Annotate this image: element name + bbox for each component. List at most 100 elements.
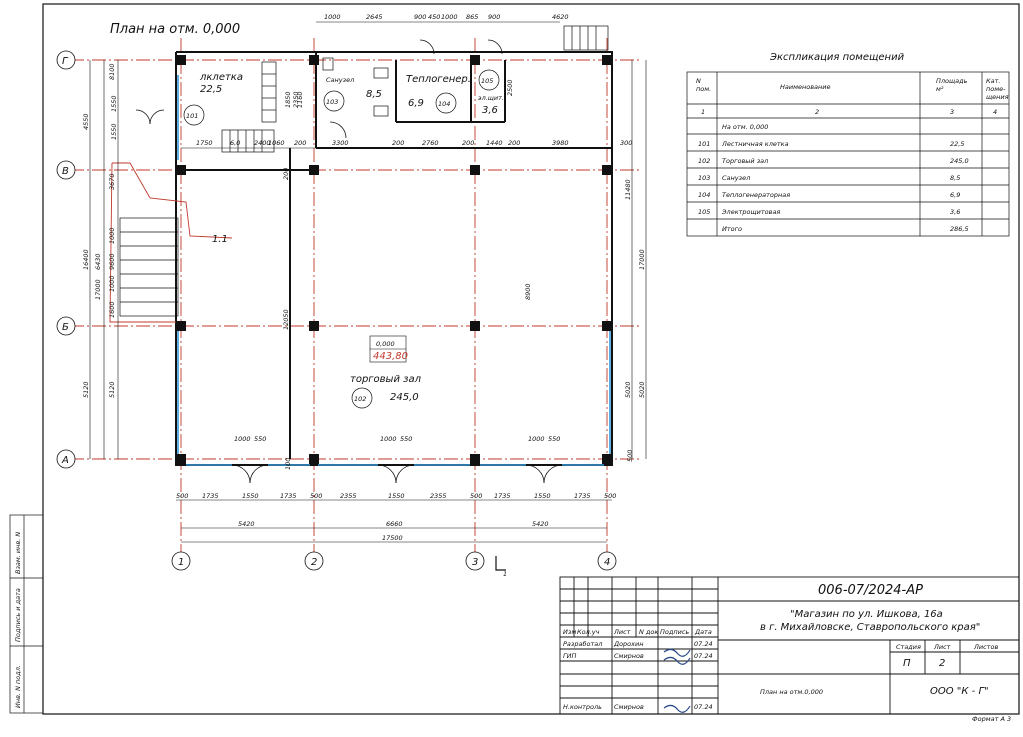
explication-grid (686, 71, 1010, 237)
dim-top: 865 (466, 13, 478, 21)
stamp-role: Н.контроль (563, 703, 602, 711)
explication-row-area: 245,0 (950, 157, 969, 165)
column (309, 321, 319, 331)
dim-bottom: 500 (470, 492, 482, 500)
stamp-date: 07.24 (694, 703, 713, 711)
dim-left: 5120 (82, 381, 90, 398)
room-105-area: 3,6 (482, 105, 498, 116)
axis-marker-2 (56, 316, 76, 336)
dim-row: 2760 (422, 139, 439, 147)
column (602, 321, 612, 331)
explication-section-row: На отм. 0,000 (722, 123, 768, 131)
dim-bottom: 500 (604, 492, 616, 500)
axis-marker-3 (56, 449, 76, 469)
dim-left: 9600 (108, 253, 116, 270)
dim-left: 5120 (108, 381, 116, 398)
dim-door: 1000 (234, 435, 251, 443)
axis-number: 3 (472, 557, 478, 568)
dim-mid: 2350 (292, 91, 300, 108)
windows (177, 75, 611, 466)
side-stamp-1: Взам. инв. N (14, 532, 22, 574)
room-104-name: Теплогенер. (406, 74, 471, 85)
room-102-name: торговый зал (350, 374, 422, 385)
stamp-sheet-title: План на отм.0,000 (760, 688, 823, 696)
dim-row: 6,0 (230, 139, 240, 147)
stamp-stage-header: Стадия (896, 643, 921, 651)
room-101-name: лклетка (199, 72, 243, 83)
axis-number: 2 (311, 557, 317, 568)
sheet-frame (42, 3, 1020, 715)
explication-row-area: 8,5 (950, 174, 960, 182)
stamp-name: Смирнов (614, 652, 644, 660)
stamp-name: Дорохин (613, 640, 643, 648)
explication-row-name: Итого (722, 225, 742, 233)
dim-top: 4620 (552, 13, 569, 21)
room-104-num: 104 (438, 100, 450, 108)
column (309, 454, 319, 464)
dim-left: 6430 (94, 253, 102, 270)
axis-lines (70, 38, 640, 555)
side-stamp-grid (9, 514, 44, 714)
room-102-num: 102 (354, 395, 366, 403)
dim-row: 3300 (332, 139, 349, 147)
column (470, 454, 480, 464)
title-block: 006-07/2024-АР"Магазин по ул. Ишкова, 16… (563, 583, 998, 711)
room-105-marker (478, 69, 500, 91)
column (470, 55, 480, 65)
outer-walls (175, 51, 613, 466)
dim-right: 500 (626, 450, 634, 462)
dim-door: 550 (400, 435, 412, 443)
dim-top: 2645 (366, 13, 383, 21)
column (176, 165, 186, 175)
dim-top: 450 (428, 13, 440, 21)
dimension-lines (89, 21, 647, 543)
column (176, 321, 186, 331)
dim-row: 300 (620, 139, 632, 147)
title-block-grid (559, 576, 1020, 715)
column (176, 454, 186, 464)
room-101-marker (183, 104, 205, 126)
room-104-marker (435, 92, 457, 114)
format-label: Формат А 3 (972, 715, 1011, 723)
stamp-name: Смирнов (614, 703, 644, 711)
stamp-stage: П (903, 658, 911, 669)
dim-left: 1550 (110, 123, 118, 140)
dim-door: 1000 (528, 435, 545, 443)
dim-top: 900 (488, 13, 500, 21)
dim-bottom: 1550 (242, 492, 259, 500)
explication-title: Экспликация помещений (769, 52, 905, 63)
stamp-col-header: Изм (563, 628, 576, 636)
explication-header-num: 2 (815, 108, 819, 116)
dim-top: 900 (414, 13, 426, 21)
explication-row-name: Теплогенераторная (722, 191, 790, 199)
axis-marker-num-1 (304, 551, 324, 571)
axis-number: 4 (604, 557, 610, 568)
side-stamp-3: Инв. N подл. (14, 665, 22, 708)
stamp-object-2: в г. Михайловске, Ставропольского края" (760, 622, 980, 633)
dim-left: 4550 (82, 113, 90, 130)
dim-left: 1000 (108, 227, 116, 244)
room-103-marker (323, 90, 345, 112)
dim-door: 550 (548, 435, 560, 443)
dim-row: 200 (392, 139, 404, 147)
dim-total: 17500 (382, 534, 403, 542)
level-mark: 0,000 (376, 340, 395, 348)
view-arrow (495, 556, 506, 571)
room-101-num: 101 (186, 112, 198, 120)
dim-mid: 2500 (506, 79, 514, 96)
explication-header: Наименование (780, 83, 831, 91)
axis-marker-1 (56, 160, 76, 180)
explication-header-num: 1 (701, 108, 705, 116)
explication-row-area: 286,5 (950, 225, 969, 233)
dim-left: 1550 (110, 95, 118, 112)
stamp-date: 07.24 (694, 640, 713, 648)
stairs (119, 25, 609, 317)
explication-row-area: 6,9 (950, 191, 960, 199)
section-mark: 1.1 (212, 234, 228, 245)
stamp-role: Разработал (563, 640, 602, 648)
